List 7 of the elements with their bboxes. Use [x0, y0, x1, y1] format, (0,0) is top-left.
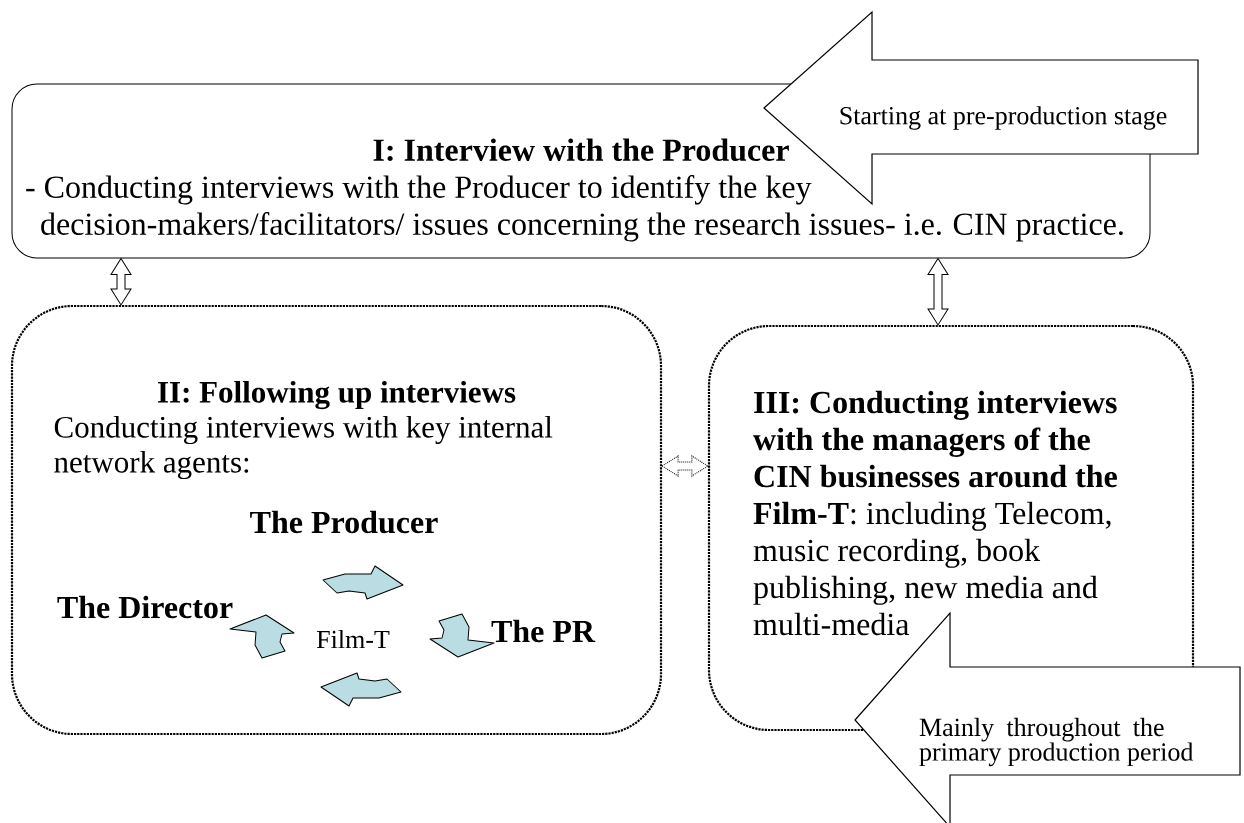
role-label: The Director: [57, 595, 233, 619]
role-label: The Producer: [250, 510, 438, 534]
double-arrow: [110, 258, 132, 306]
center-label: Film-T: [316, 630, 390, 648]
double-arrow: [661, 455, 709, 477]
role-label: The PR: [491, 619, 596, 643]
double-arrow: [927, 258, 949, 326]
